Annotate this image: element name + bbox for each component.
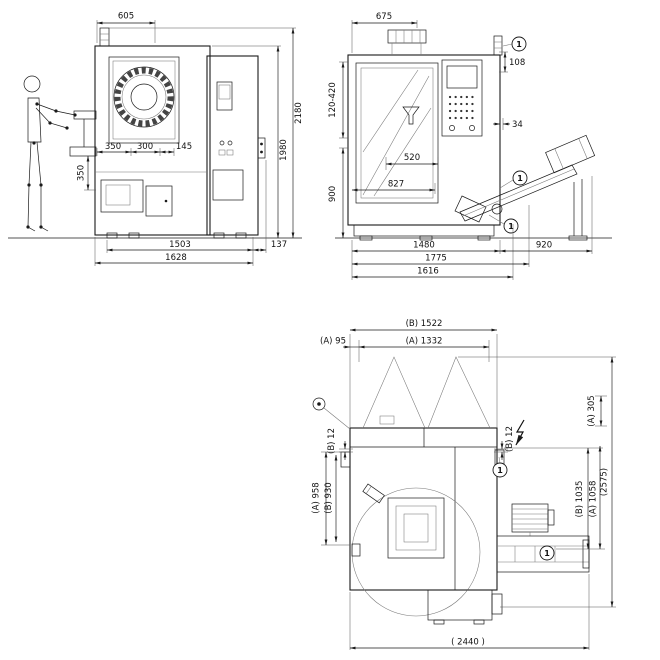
machine-side-body <box>347 29 596 241</box>
dim-label: 920 <box>536 241 552 251</box>
dim-label: (A) 958 <box>312 482 322 513</box>
callout-label: 1 <box>544 549 550 558</box>
dim-label: 1980 <box>279 139 289 161</box>
dim-row-350-300-145: 350 300 145 <box>96 142 192 156</box>
callout-label: 1 <box>517 174 523 183</box>
callout-label: 1 <box>497 466 503 475</box>
dim-675: 675 <box>351 12 418 53</box>
signal-lamp <box>493 35 503 56</box>
side-junction-box <box>257 137 266 159</box>
dim-label: (B) 1035 <box>575 481 585 518</box>
callout-1-top: 1 <box>502 36 527 52</box>
dim-900: 900 <box>328 147 348 239</box>
dim-520: 520 <box>385 153 439 170</box>
dim-2440: ( 2440 ) <box>349 574 590 650</box>
dim-left-verticals: (A) 958 (B) 930 <box>312 451 350 546</box>
dim-label: (2575) <box>600 468 610 496</box>
dim-label: 350 <box>105 142 121 152</box>
dim-label: 1616 <box>417 267 439 277</box>
operator-panel <box>69 110 97 157</box>
lower-cabinets <box>100 179 173 217</box>
tool-holder-plan <box>362 483 385 504</box>
dim-350-vertical: 350 <box>77 155 96 191</box>
dim-label: (B) 12 <box>327 428 337 454</box>
open-door-left <box>362 356 426 429</box>
dim-top-rows: (B) 1522 (A) 1332 (A) 95 <box>320 319 498 428</box>
cnc-control-panel <box>441 59 483 137</box>
spindle-window <box>108 56 180 144</box>
dim-label: (B) 930 <box>324 482 334 513</box>
callout-label: 1 <box>516 40 522 49</box>
callout-1-conveyor: 1 <box>499 170 528 189</box>
display-panel <box>216 81 233 111</box>
dim-605: 605 <box>96 12 156 43</box>
signal-lamp <box>99 27 110 47</box>
dim-label: 675 <box>376 12 392 22</box>
dim-label: 900 <box>328 186 338 202</box>
dim-label: 108 <box>509 58 525 68</box>
dim-label: (A) 1332 <box>406 337 443 347</box>
cable-carrier <box>387 29 427 55</box>
spindle-unit-plan <box>387 497 445 559</box>
coolant-funnel-icon <box>402 106 420 125</box>
dim-2180: 2180 <box>109 27 304 239</box>
front-view: 605 350 300 145 350 1980 2180 <box>8 12 304 266</box>
dim-label: 34 <box>512 120 523 130</box>
dim-label: 120-420 <box>328 82 338 118</box>
vent-grille <box>212 169 244 201</box>
dim-label: 605 <box>118 12 134 22</box>
mounting-bracket-left <box>340 451 351 468</box>
machine-front-body <box>69 27 266 239</box>
dim-right-verticals: (A) 305 (2575) (B) 1035 (A) 1058 <box>458 356 616 608</box>
dim-108: 108 <box>499 51 525 73</box>
open-door-right <box>427 356 491 429</box>
motor-plan <box>511 503 555 536</box>
callout-1-bracket: 1 <box>492 456 508 478</box>
dim-34: 34 <box>493 118 523 130</box>
datum-symbol <box>312 397 351 430</box>
dim-120-420: 120-420 <box>328 61 348 139</box>
callout-1-chute: 1 <box>488 214 519 234</box>
dim-B12-right: (B) 12 <box>494 426 515 460</box>
dim-label: 350 <box>77 165 87 181</box>
dim-827: 827 <box>351 180 436 194</box>
coolant-unit-plan <box>427 589 503 625</box>
side-view: 675 1 108 120-420 900 52 <box>328 12 612 280</box>
chuck <box>113 66 175 128</box>
callout-label: 1 <box>508 222 514 231</box>
plan-view: (B) 1522 (A) 1332 (A) 95 (B) 12 (B) 12 1… <box>312 319 616 650</box>
dim-label: 145 <box>176 142 192 152</box>
chip-conveyor-side <box>454 134 596 241</box>
dim-label: 1503 <box>169 240 191 250</box>
operator-figure <box>23 75 77 232</box>
dim-label: (A) 95 <box>320 337 346 347</box>
dim-label: ( 2440 ) <box>451 638 485 648</box>
chip-conveyor-plan <box>496 535 590 573</box>
dim-label: 1775 <box>425 254 447 264</box>
machine-plan-body <box>340 356 590 625</box>
cabinet-controls <box>218 140 234 156</box>
dim-bottom-rows: 1480 920 1775 1616 <box>351 176 593 280</box>
dim-label: 520 <box>404 153 420 163</box>
dim-label: (A) 1058 <box>589 481 599 518</box>
dim-label: (B) 12 <box>505 426 515 452</box>
callout-1-conveyor-plan: 1 <box>539 545 555 561</box>
leveling-feet <box>106 232 247 239</box>
dim-label: 1628 <box>165 253 187 263</box>
swing-radius <box>351 487 481 617</box>
dim-label: 1480 <box>413 241 435 251</box>
dim-1980: 1980 <box>212 45 289 239</box>
dim-1503-137-1628: 1503 137 1628 <box>94 160 287 266</box>
dim-label: 827 <box>388 180 404 190</box>
dim-B12-left: (B) 12 <box>327 428 353 460</box>
dim-label: 137 <box>271 240 287 250</box>
dim-label: (B) 1522 <box>406 319 443 329</box>
dim-label: 2180 <box>294 102 304 124</box>
dim-label: (A) 305 <box>587 395 597 426</box>
dim-label: 300 <box>137 142 153 152</box>
safety-window <box>355 62 439 204</box>
electrical-connection-icon <box>515 419 525 446</box>
